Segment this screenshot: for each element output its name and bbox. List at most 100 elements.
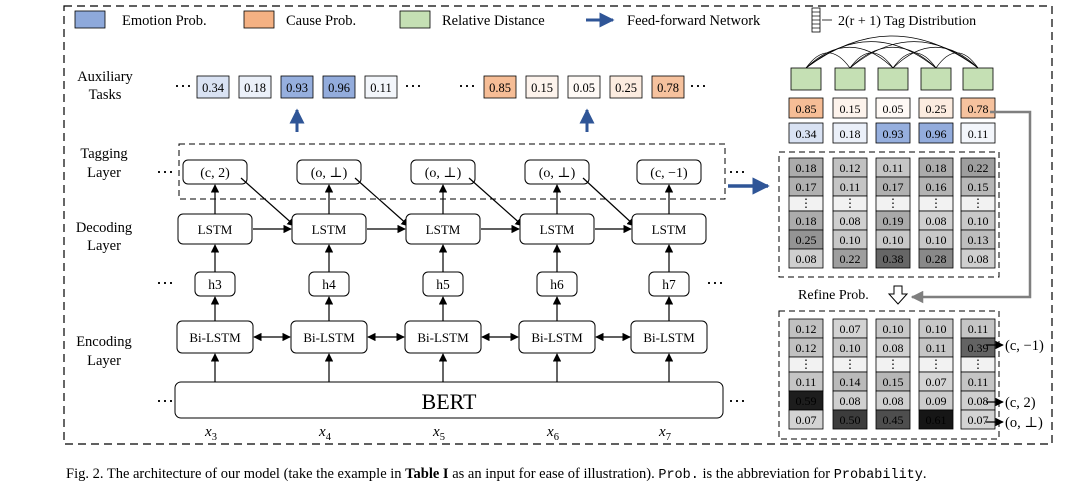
legend-distance-label: Relative Distance: [442, 13, 545, 29]
side-emotion-cell: [832, 122, 868, 144]
tag-output-label: (o, ⊥): [539, 166, 576, 181]
distance-box: [962, 67, 994, 91]
emotion-prob-cell: [280, 75, 314, 99]
refined-matrix-value: 0.61: [926, 413, 947, 427]
tag-output-label: (c, −1): [650, 166, 688, 181]
legend-ffn-label: Feed-forward Network: [627, 13, 761, 29]
side-cause-value: 0.25: [926, 102, 947, 116]
output-tag-3: (o, ⊥): [1005, 415, 1043, 431]
caption-mid2: is the abbreviation for: [698, 466, 834, 482]
refined-matrix-value: 0.07: [968, 413, 989, 427]
tag-matrix-cell: [960, 248, 996, 269]
cause-prob-cell: [567, 75, 601, 99]
figure-caption: Fig. 2. The architecture of our model (t…: [66, 466, 1076, 483]
tag-matrix-box: [778, 151, 1000, 278]
hidden-state-label: h6: [550, 277, 564, 292]
refined-matrix-value: ⋮: [844, 357, 856, 371]
side-cause-cell: [875, 97, 911, 119]
tag-matrix-value: 0.18: [926, 161, 947, 175]
refined-matrix-value: 0.07: [796, 413, 817, 427]
refined-matrix-value: 0.10: [840, 341, 861, 355]
tag-output-label: (o, ⊥): [425, 166, 462, 181]
legend: Emotion Prob. Cause Prob. Relative Dista…: [74, 7, 976, 33]
tag-matrix-value: 0.22: [840, 252, 861, 266]
caption-mid1: as an input for ease of illustration).: [448, 466, 659, 482]
layer-label-tagging-2: Layer: [87, 165, 121, 181]
distance-box: [920, 67, 952, 91]
layer-label-auxiliary-2: Tasks: [89, 87, 122, 103]
refined-matrix-value: 0.15: [883, 375, 904, 389]
tag-matrix-value: 0.10: [926, 233, 947, 247]
side-emotion-value: 0.96: [926, 127, 947, 141]
tag-matrix-cell: [918, 248, 954, 269]
refined-matrix-value: ⋮: [972, 357, 984, 371]
input-token: x7: [658, 424, 671, 443]
refined-matrix-value: 0.12: [796, 322, 817, 336]
tag-matrix-value: ⋮: [844, 196, 856, 210]
tag-matrix-value: ⋮: [972, 196, 984, 210]
refined-matrix-value: 0.45: [883, 413, 904, 427]
tag-matrix-value: 0.10: [840, 233, 861, 247]
tag-matrix-cell: [875, 248, 911, 269]
refined-matrix-value: 0.11: [796, 375, 817, 389]
aux-ellipsis-mid-1: ⋯: [404, 76, 422, 96]
bilstm-label: Bi-LSTM: [643, 330, 695, 345]
refined-matrix-cell: [832, 409, 868, 430]
tag-matrix-value: 0.10: [968, 214, 989, 228]
tag-matrix-value: 0.11: [883, 161, 904, 175]
side-cause-value: 0.78: [968, 102, 989, 116]
tag-output-box: [296, 159, 362, 185]
refined-matrix-cell: [875, 409, 911, 430]
tag-matrix-cell: [832, 248, 868, 269]
cause-prob-value: 0.25: [615, 81, 637, 95]
side-emotion-cell: [960, 122, 996, 144]
tag-output-box: [410, 159, 476, 185]
emotion-prob-value: 0.96: [328, 81, 350, 95]
layer-label-decoding-1: Decoding: [76, 220, 132, 236]
input-token: x5: [432, 424, 445, 443]
caption-table-ref: Table I: [405, 466, 449, 482]
hidden-ellipsis-right: ⋯: [706, 273, 724, 293]
lstm-label: LSTM: [652, 222, 687, 237]
side-emotion-cell: [918, 122, 954, 144]
refined-matrix-value: 0.08: [968, 394, 989, 408]
tag-output-box: [636, 159, 702, 185]
caption-prefix: Fig. 2. The architecture of our model (t…: [66, 466, 406, 482]
tag-matrix-value: ⋮: [887, 196, 899, 210]
refined-matrix-value: 0.11: [968, 375, 989, 389]
side-cause-cell: [788, 97, 824, 119]
output-tag-2: (c, 2): [1005, 395, 1036, 411]
legend-cause-label: Cause Prob.: [286, 13, 356, 29]
aux-ellipsis-right: ⋯: [689, 76, 707, 96]
lstm-label: LSTM: [312, 222, 347, 237]
side-cause-value: 0.85: [796, 102, 817, 116]
tag-matrix-value: 0.16: [926, 180, 947, 194]
refined-matrix-value: 0.59: [796, 394, 817, 408]
tag-matrix-value: 0.18: [796, 161, 817, 175]
lstm-label: LSTM: [426, 222, 461, 237]
side-cause-cell: [918, 97, 954, 119]
outer-frame: [63, 5, 1053, 445]
tag-matrix-value: ⋮: [930, 196, 942, 210]
cause-prob-cell: [651, 75, 685, 99]
layer-label-encoding-1: Encoding: [76, 334, 132, 350]
emotion-prob-value: 0.11: [370, 81, 391, 95]
layer-label-auxiliary-1: Auxiliary: [77, 69, 133, 85]
bilstm-label: Bi-LSTM: [531, 330, 583, 345]
distance-box: [790, 67, 822, 91]
aux-ellipsis-mid-2: ⋯: [458, 76, 476, 96]
input-token: x3: [204, 424, 217, 443]
side-emotion-value: 0.34: [796, 127, 817, 141]
refined-matrix-value: 0.50: [840, 413, 861, 427]
bert-ellipsis-right: ⋯: [728, 391, 746, 411]
refined-matrix-cell: [788, 409, 824, 430]
output-tag-1: (c, −1): [1005, 338, 1044, 354]
aux-ellipsis-left: ⋯: [174, 76, 192, 96]
bert-box: [174, 381, 724, 419]
refined-matrix-value: 0.10: [883, 322, 904, 336]
refined-matrix-value: 0.08: [883, 394, 904, 408]
refined-matrix-value: 0.08: [883, 341, 904, 355]
caption-mono2: Probability: [833, 468, 923, 483]
tagging-layer-box: [178, 143, 726, 200]
bilstm-label: Bi-LSTM: [417, 330, 469, 345]
